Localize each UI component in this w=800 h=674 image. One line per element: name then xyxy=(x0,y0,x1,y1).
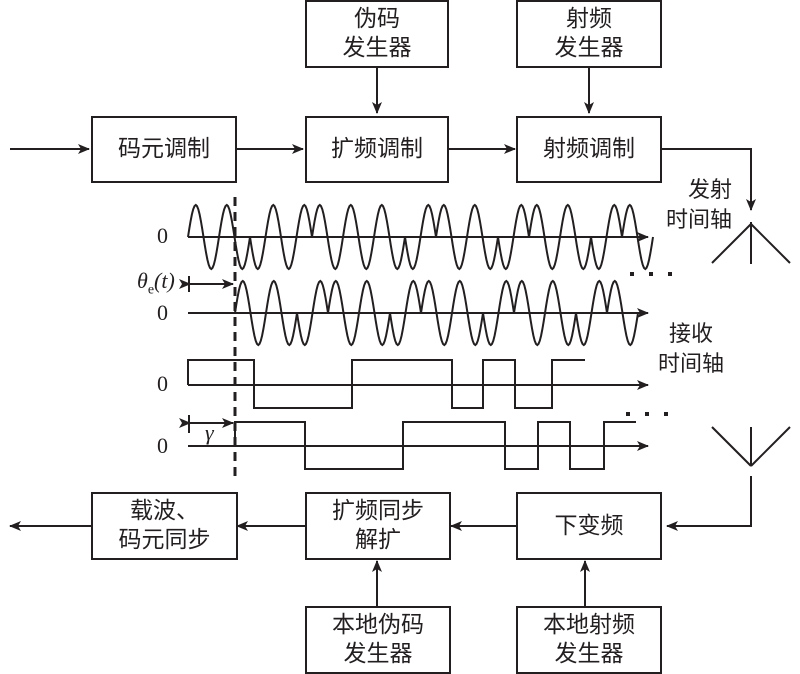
rf-modulation-box: 射频调制 xyxy=(516,116,662,183)
theta-label: θe(t) xyxy=(137,268,175,298)
code2-waveform xyxy=(234,421,636,470)
symbol-modulation-label: 码元调制 xyxy=(118,136,210,162)
gamma-symbol: γ xyxy=(205,420,214,445)
carrier-sync-label-2: 码元同步 xyxy=(118,527,211,553)
local-pn-generator-box: 本地伪码 发生器 xyxy=(305,606,451,674)
local-rf-generator-label-1: 本地射频 xyxy=(543,612,635,638)
local-rf-generator-label-2: 发生器 xyxy=(554,641,624,667)
code1-zero: 0 xyxy=(157,371,168,396)
theta-subscript: e xyxy=(147,282,155,298)
rx-axis-label-1: 接收 xyxy=(668,322,713,347)
rf-generator-box: 射频 发生器 xyxy=(516,0,662,68)
symbol-modulation-box: 码元调制 xyxy=(91,116,237,183)
pn-generator-box: 伪码 发生器 xyxy=(305,0,449,68)
local-pn-generator-label-2: 发生器 xyxy=(343,641,413,667)
tx-antenna-icon xyxy=(711,222,791,264)
downconvert-label: 下变频 xyxy=(554,512,624,539)
tx-axis-label: 发射 时间轴 xyxy=(662,176,736,236)
rx-carrier-waveform xyxy=(234,279,639,347)
rx-axis-label: 接收 时间轴 xyxy=(648,320,734,380)
pn-generator-label-2: 发生器 xyxy=(342,35,412,61)
despread-label-2: 解扩 xyxy=(355,527,401,553)
rf-generator-label-2: 发生器 xyxy=(554,35,624,61)
rx-axis-label-2: 时间轴 xyxy=(657,352,724,377)
tx-ellipsis-dots xyxy=(630,272,672,276)
local-pn-generator-label-1: 本地伪码 xyxy=(332,612,424,638)
tx-carrier-zero: 0 xyxy=(157,223,168,248)
arrow-rx-antenna-to-downconvert xyxy=(666,476,752,531)
arrow-rf-to-tx-antenna xyxy=(661,148,756,211)
local-rf-generator-box: 本地射频 发生器 xyxy=(516,606,662,674)
theta-argument: (t) xyxy=(154,268,175,293)
theta-symbol: θ xyxy=(137,268,148,293)
gamma-label: γ xyxy=(205,420,214,446)
spread-modulation-box: 扩频调制 xyxy=(305,116,449,183)
code2-zero: 0 xyxy=(157,433,168,458)
rx-carrier-zero: 0 xyxy=(157,300,168,325)
despread-box: 扩频同步 解扩 xyxy=(305,492,451,560)
carrier-sync-box: 载波、 码元同步 xyxy=(91,492,238,560)
pn-generator-label-1: 伪码 xyxy=(354,6,400,32)
rf-modulation-label: 射频调制 xyxy=(543,136,635,162)
despread-label-1: 扩频同步 xyxy=(332,498,424,524)
code1-waveform xyxy=(187,359,585,409)
tx-axis-label-1: 发射 xyxy=(687,178,732,203)
tx-carrier-waveform xyxy=(187,203,654,271)
spread-modulation-label: 扩频调制 xyxy=(331,136,423,162)
rx-antenna-icon xyxy=(711,426,791,467)
rx-ellipsis-dots xyxy=(626,412,668,416)
rf-generator-label-1: 射频 xyxy=(566,6,612,32)
downconvert-box: 下变频 xyxy=(516,492,662,560)
tx-axis-label-2: 时间轴 xyxy=(665,208,732,233)
carrier-sync-label-1: 载波、 xyxy=(130,498,199,524)
